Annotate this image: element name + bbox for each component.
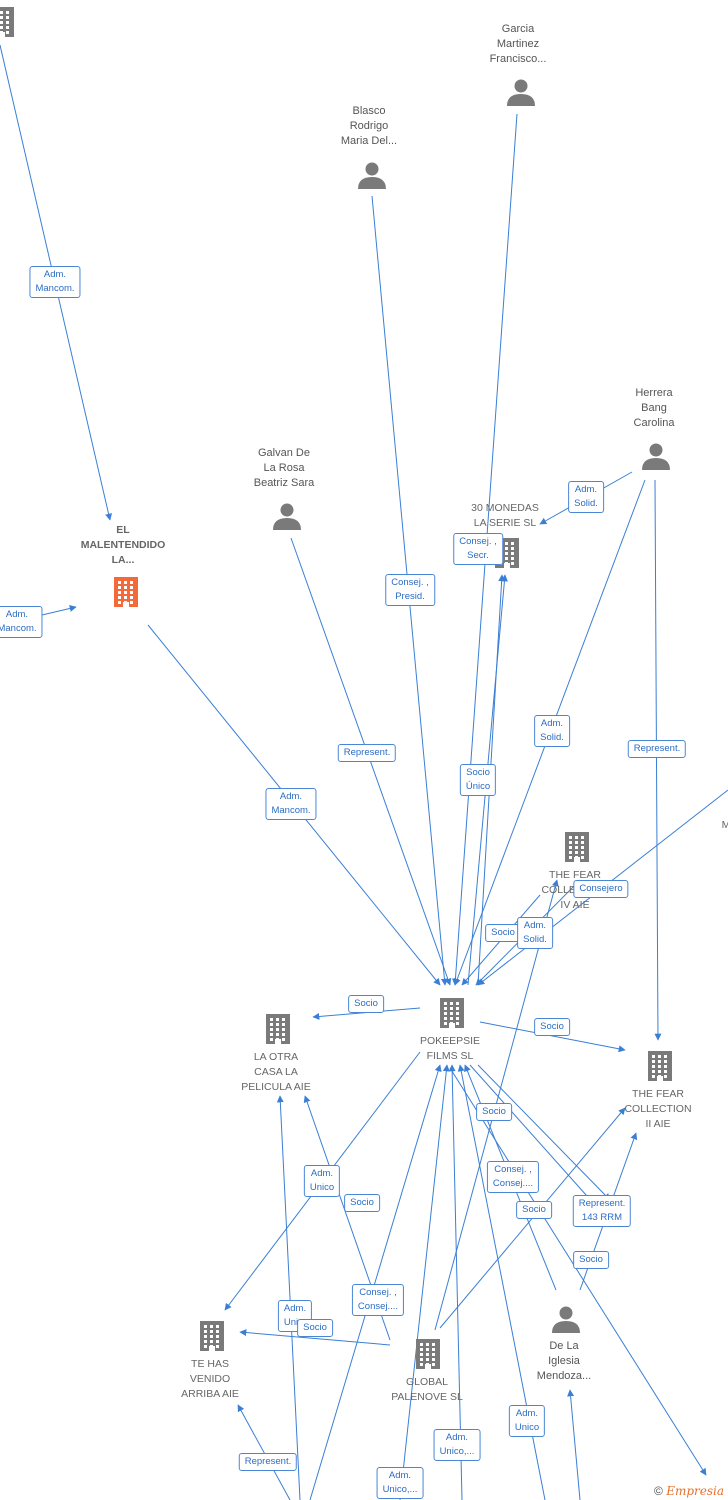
edge-line xyxy=(276,1095,301,1500)
node-label-monedas[interactable]: 30 MONEDAS LA SERIE SL xyxy=(471,502,539,529)
node-label-blasco[interactable]: Blasco Rodrigo Maria Del... xyxy=(340,105,398,147)
person-icon[interactable] xyxy=(552,1306,580,1334)
edge-label[interactable]: Adm. Solid. xyxy=(517,917,553,949)
node-label-delaiglesia[interactable]: De La Iglesia Mendoza... xyxy=(536,1340,592,1382)
edge-label[interactable]: Adm. Unico xyxy=(303,1165,341,1197)
building-icon[interactable] xyxy=(416,1339,440,1369)
node-label-tehas[interactable]: TE HAS VENIDO ARRIBA AIE xyxy=(181,1358,239,1400)
building-icon[interactable] xyxy=(266,1014,290,1044)
copyright-symbol: © xyxy=(654,1484,663,1498)
focus-company-icon[interactable] xyxy=(114,577,138,607)
edge-line xyxy=(239,1329,391,1346)
node-label-galvan[interactable]: Galvan De La Rosa Beatriz Sara xyxy=(253,447,315,489)
edge-label[interactable]: Socio xyxy=(485,924,521,942)
edge-label[interactable]: Socio xyxy=(344,1194,380,1212)
person-icon[interactable] xyxy=(507,79,535,107)
edge-label[interactable]: Represent. xyxy=(627,740,687,758)
node-label-m-right[interactable]: M xyxy=(721,819,728,831)
node-label-malentendido[interactable]: EL MALENTENDIDO LA... xyxy=(80,524,166,566)
person-icon[interactable] xyxy=(273,503,301,531)
edge-label[interactable]: Represent. xyxy=(337,744,397,762)
edge-line xyxy=(237,1404,291,1500)
edge-line xyxy=(399,1064,450,1500)
footer-credit: © Empresia xyxy=(654,1484,724,1498)
edge-label[interactable]: Socio xyxy=(476,1103,512,1121)
person-icon[interactable] xyxy=(358,162,386,190)
edge-line xyxy=(479,1021,626,1053)
edges xyxy=(0,44,728,1500)
node-label-garcia[interactable]: Garcia Martinez Francisco... xyxy=(489,23,547,65)
edge-label[interactable]: Consej. , Consej.... xyxy=(486,1161,540,1193)
edge-line xyxy=(477,1064,611,1201)
edge-label[interactable]: Represent. xyxy=(238,1453,298,1471)
node-label-palenove[interactable]: GLOBAL PALENOVE SL xyxy=(391,1376,463,1403)
edge-label[interactable]: Socio Único xyxy=(459,764,497,796)
edge-label[interactable]: Adm. Unico,... xyxy=(433,1429,481,1461)
node-label-fear2[interactable]: THE FEAR COLLECTION II AIE xyxy=(624,1088,692,1130)
edge-label[interactable]: Adm. Unico,... xyxy=(376,1467,424,1499)
edge-line xyxy=(309,1064,442,1500)
edge-label[interactable]: Adm. Mancom. xyxy=(29,266,81,298)
edge-label[interactable]: Consej. , Consej.... xyxy=(351,1284,405,1316)
edge-line xyxy=(469,1064,596,1206)
building-icon[interactable] xyxy=(565,832,589,862)
edge-line xyxy=(567,1389,581,1500)
node-label-pokeepsie[interactable]: POKEEPSIE FILMS SL xyxy=(419,1035,481,1062)
edge-line xyxy=(449,1067,707,1476)
edge-label[interactable]: Adm. Solid. xyxy=(534,715,570,747)
edge-label[interactable]: Consejero xyxy=(573,880,629,898)
edge-label[interactable]: Socio xyxy=(534,1018,570,1036)
edge-label[interactable]: Socio xyxy=(297,1319,333,1337)
building-icon[interactable] xyxy=(200,1321,224,1351)
node-label-herrera[interactable]: Herrera Bang Carolina xyxy=(633,387,675,429)
edge-label[interactable]: Adm. Mancom. xyxy=(265,788,317,820)
person-icon[interactable] xyxy=(642,443,670,471)
edge-label[interactable]: Consej. , Presid. xyxy=(385,574,435,606)
node-icons xyxy=(0,7,672,1369)
edge-label[interactable]: Represent. 143 RRM xyxy=(572,1195,632,1227)
building-icon[interactable] xyxy=(648,1051,672,1081)
edge-line xyxy=(41,605,77,616)
brand-logo[interactable]: Empresia xyxy=(666,1484,724,1498)
node-label-otracasa[interactable]: LA OTRA CASA LA PELICULA AIE xyxy=(241,1051,311,1093)
edge-label[interactable]: Adm. Mancom. xyxy=(0,606,43,638)
building-icon[interactable] xyxy=(440,998,464,1028)
edge-label[interactable]: Socio xyxy=(348,995,384,1013)
edge-label[interactable]: Socio xyxy=(573,1251,609,1269)
edge-label[interactable]: Adm. Solid. xyxy=(568,481,604,513)
edge-line xyxy=(448,1064,463,1500)
edge-label[interactable]: Adm. Unico xyxy=(508,1405,546,1437)
building-icon[interactable] xyxy=(0,7,14,37)
edge-line xyxy=(654,479,662,1041)
edge-label[interactable]: Consej. , Secr. xyxy=(453,533,503,565)
edge-label[interactable]: Socio xyxy=(516,1201,552,1219)
